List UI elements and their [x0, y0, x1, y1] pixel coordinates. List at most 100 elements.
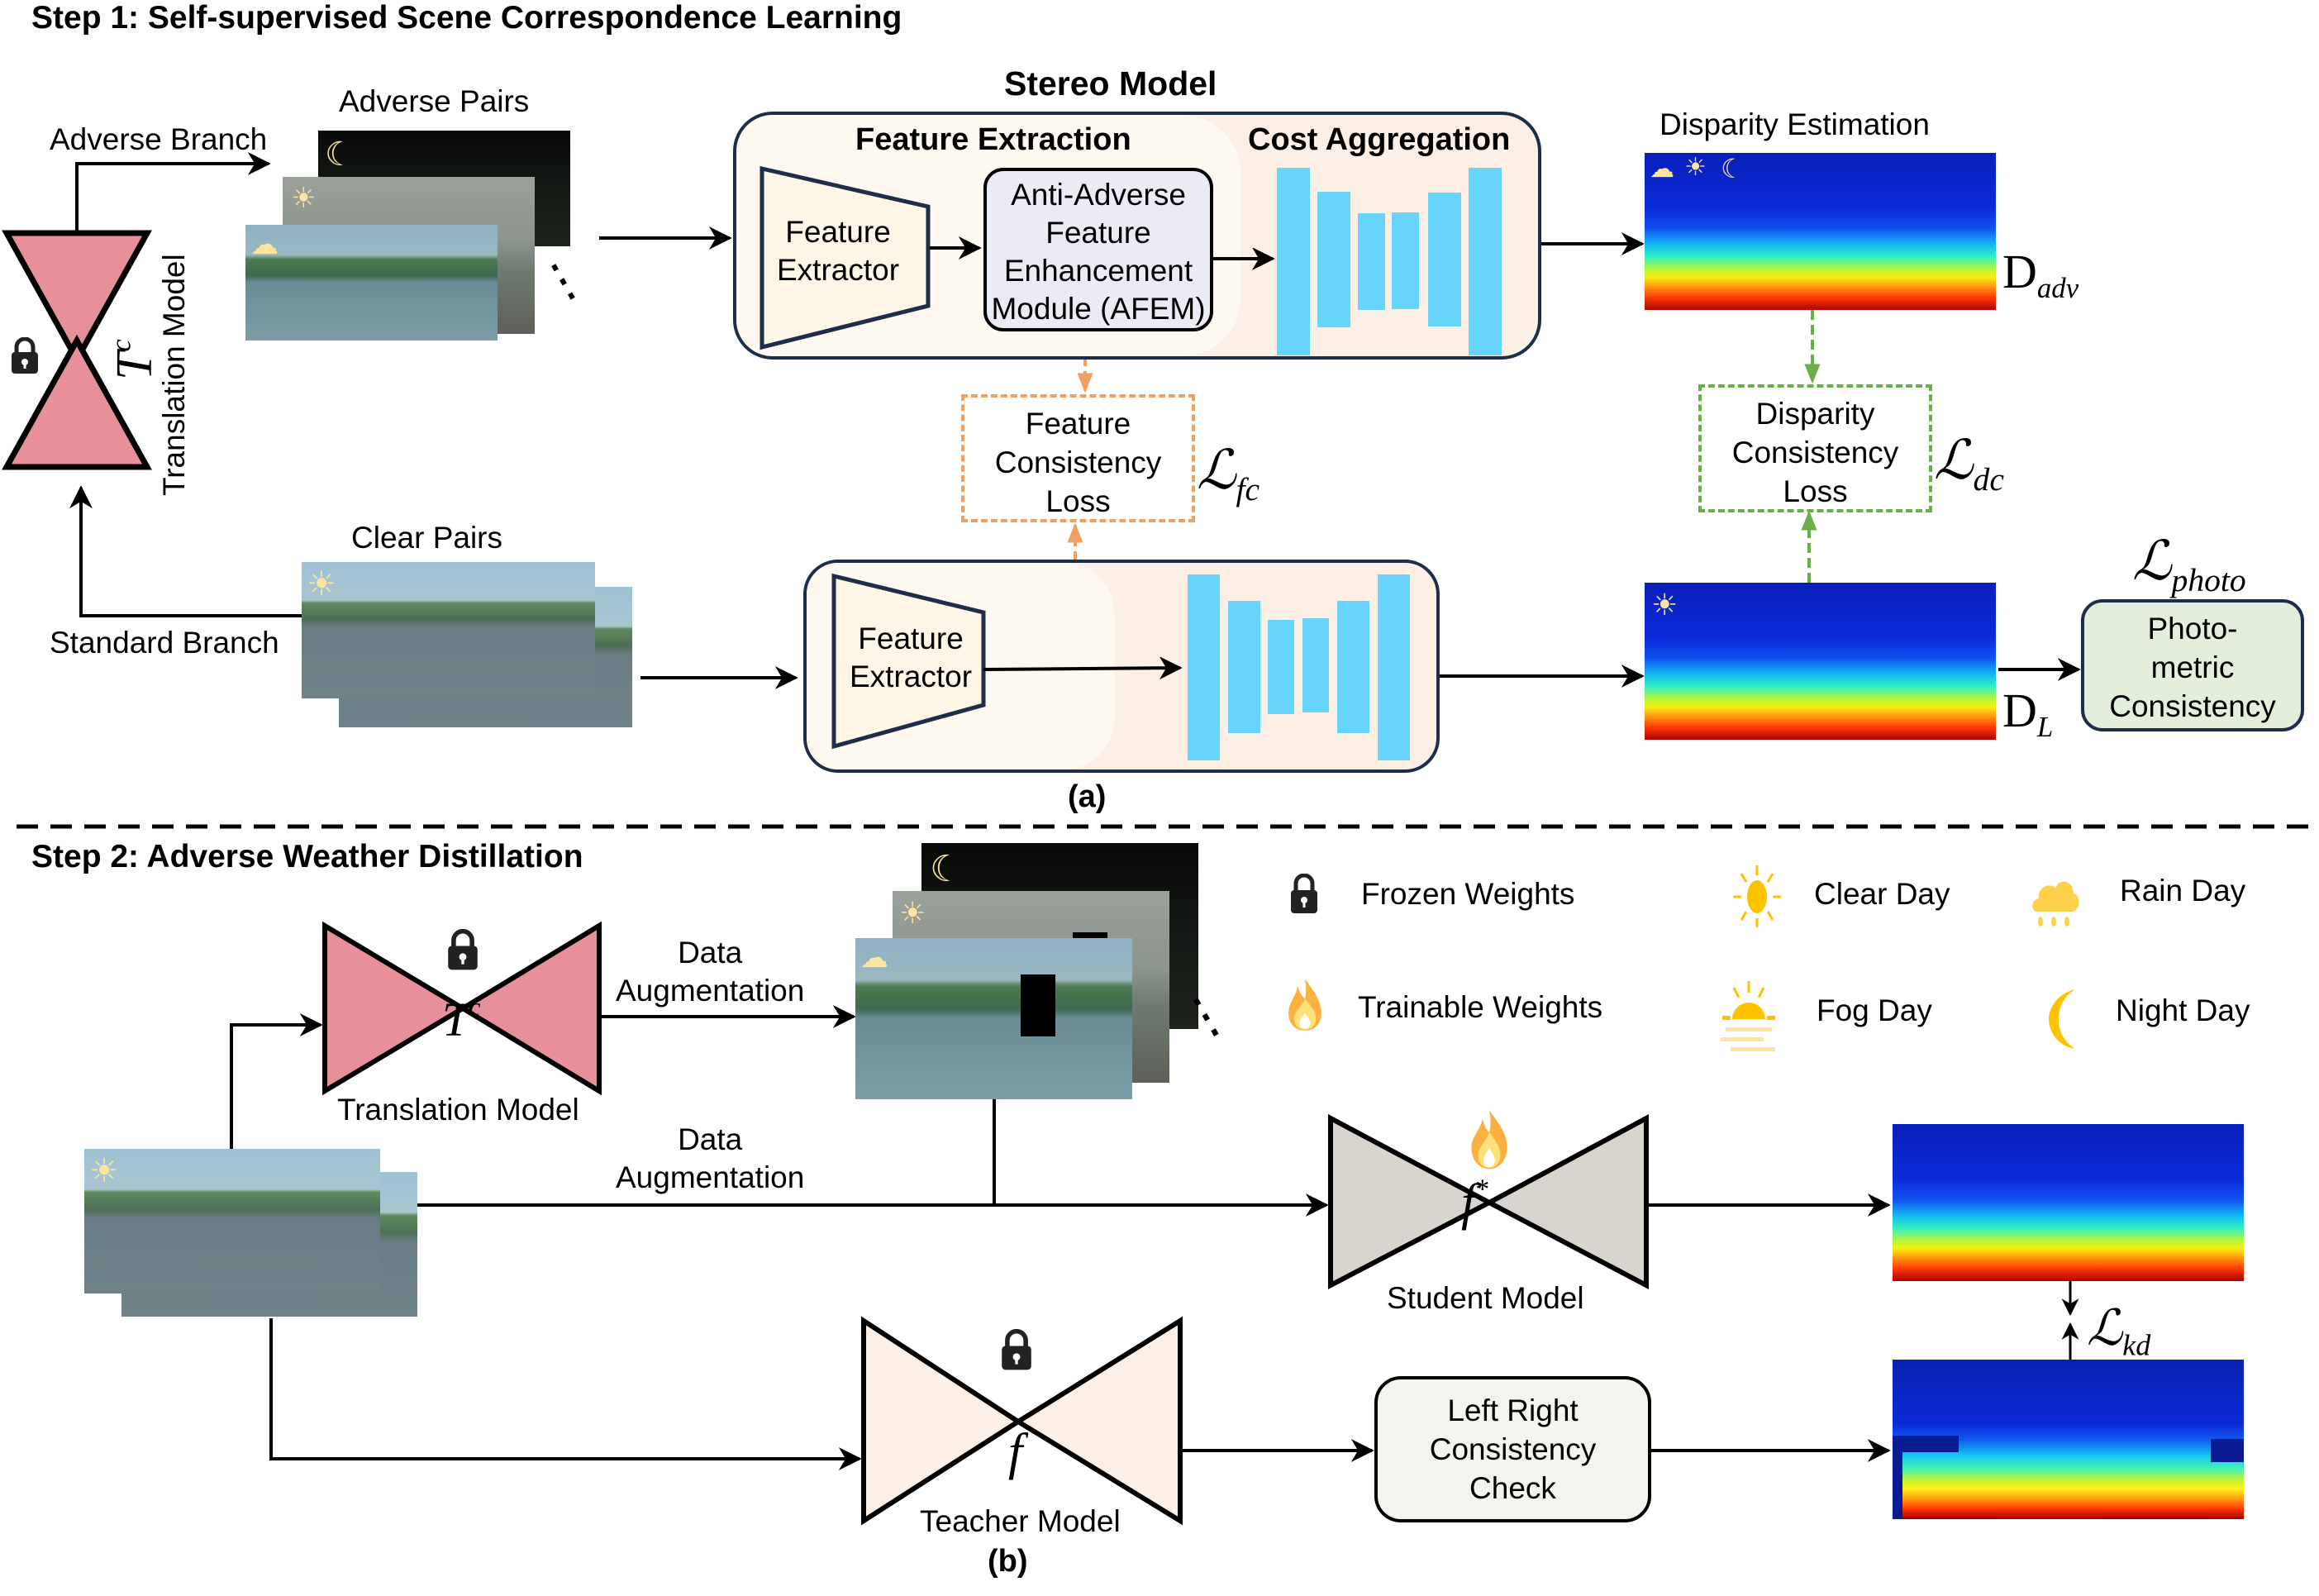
rain-cloud-icon: ☁: [860, 942, 888, 974]
moon-icon: [2049, 989, 2075, 1049]
student-disparity-map: [1893, 1124, 2244, 1281]
stereo-model-title: Stereo Model: [1004, 64, 1217, 102]
teacher-symbol: f: [1008, 1424, 1023, 1480]
adverse-pairs-label: Adverse Pairs: [339, 84, 530, 118]
rain-cloud-icon: ☁: [250, 229, 279, 260]
d-l-symbol: DL: [2002, 684, 2054, 744]
kd-loss-symbol: ℒkd: [2087, 1301, 2151, 1362]
feature-loss-symbol: ℒfc: [1197, 441, 1260, 507]
adverse-image-rain: ☁: [245, 225, 498, 341]
feature-extractor-clear: [831, 573, 986, 750]
lock-icon: [448, 929, 478, 970]
legend-label-rain-day: Rain Day: [2120, 874, 2246, 908]
teacher-right-triangle: [1013, 1316, 1183, 1526]
clear-to-teacher-arrow: [269, 1318, 862, 1470]
fog-sun-icon: ☀: [1684, 154, 1707, 181]
flame-icon: [1288, 979, 1321, 1031]
adverse-branch-label: Adverse Branch: [50, 122, 268, 156]
student-model-label: Student Model: [1387, 1281, 1584, 1315]
lock-icon: [1002, 1329, 1031, 1370]
clear-image-left: ☀: [302, 562, 595, 698]
moon-icon: ☾: [930, 849, 963, 889]
legend-label-night-day: Night Day: [2116, 993, 2250, 1027]
cost-bar: [1337, 601, 1369, 733]
teacher-left-triangle: [861, 1316, 1023, 1526]
step2-translation-symbol: Tc: [442, 993, 481, 1046]
cost-bar: [1302, 618, 1329, 712]
cost-bar: [1228, 601, 1260, 733]
disparity-map-adverse: ☁ ☀ ☾: [1645, 153, 1996, 310]
cost-bar: [1277, 168, 1310, 355]
legend: Frozen Weights Clear Day Rain Day Traina…: [1285, 864, 2310, 1062]
rain-cloud-icon: [2032, 881, 2079, 927]
caption-a: (a): [1068, 779, 1107, 814]
feature-consistency-loss-box: Feature Consistency Loss: [961, 394, 1195, 522]
standard-branch-label: Standard Branch: [50, 626, 279, 660]
disparity-map-clear: ☀: [1645, 583, 1996, 740]
standard-branch-arrow: [69, 485, 302, 617]
cutout-patch: [1021, 974, 1055, 1036]
feature-consistency-loss-label: Feature Consistency Loss: [994, 407, 1162, 518]
student-left-triangle: [1328, 1114, 1495, 1289]
sun-icon: [1733, 865, 1781, 927]
disparity-consistency-loss-box: Disparity Consistency Loss: [1698, 384, 1932, 512]
augmented-image-rain: ☁: [855, 938, 1132, 1099]
fog-sun-icon: ☀: [899, 896, 926, 930]
afem-to-cost-arrow: [1213, 248, 1275, 270]
more-images-ellipsis: ⋮: [528, 245, 598, 317]
sun-icon: ☀: [89, 1153, 119, 1189]
legend-label-frozen: Frozen Weights: [1361, 877, 1575, 911]
extractor-to-afem-arrow: [930, 236, 982, 260]
step1-title: Step 1: Self-supervised Scene Correspond…: [31, 0, 902, 36]
photometric-consistency-label: Photo- metric Consistency: [2109, 612, 2276, 723]
step2-translation-right-triangle: [458, 921, 602, 1096]
cost-bar: [1268, 620, 1294, 714]
cost-bar: [1378, 574, 1410, 760]
flame-icon: [1471, 1109, 1507, 1170]
clear-pairs-label: Clear Pairs: [351, 521, 502, 555]
afem-module: Anti-Adverse Feature Enhancement Module …: [983, 168, 1213, 331]
cost-bar: [1317, 192, 1350, 327]
cost-aggregation-title: Cost Aggregation: [1248, 122, 1511, 157]
moon-icon: ☾: [325, 136, 355, 173]
d-adv-symbol: Dadv: [2002, 245, 2079, 305]
clear-to-translation-arrow: [230, 1013, 323, 1149]
lock-icon: [12, 337, 38, 374]
sun-icon: ☀: [1651, 588, 1679, 622]
sun-icon: ☀: [307, 566, 336, 603]
cost-bar: [1392, 212, 1419, 309]
translation-model-bottom-triangle: [2, 334, 152, 470]
step2-clear-image-left: ☀: [84, 1149, 380, 1293]
feature-extractor-adverse: [760, 165, 931, 350]
afem-label: Anti-Adverse Feature Enhancement Module …: [991, 178, 1206, 326]
step1-translation-symbol: Tc: [106, 339, 163, 380]
step2-translation-left-triangle: [322, 921, 468, 1096]
caption-b: (b): [988, 1544, 1028, 1579]
fog-sun-icon: [1721, 981, 1775, 1051]
legend-label-trainable: Trainable Weights: [1358, 990, 1603, 1024]
photometric-consistency-box: Photo- metric Consistency: [2081, 599, 2304, 731]
teacher-pseudo-label-disparity-map: [1893, 1360, 2244, 1519]
left-right-consistency-check-box: Left Right Consistency Check: [1374, 1376, 1651, 1522]
moon-icon: ☾: [1721, 154, 1745, 183]
step1-translation-model-label: Translation Model: [157, 254, 191, 496]
cost-bar: [1469, 168, 1502, 355]
step2-translation-model-label: Translation Model: [337, 1093, 579, 1127]
photo-loss-symbol: ℒphoto: [2132, 531, 2246, 598]
legend-label-clear-day: Clear Day: [1814, 877, 1950, 911]
teacher-model-label: Teacher Model: [920, 1504, 1121, 1538]
legend-label-fog-day: Fog Day: [1817, 993, 1932, 1027]
cost-bar: [1428, 193, 1461, 326]
rain-cloud-icon: ☁: [1650, 155, 1674, 183]
left-right-consistency-check-label: Left Right Consistency Check: [1429, 1394, 1597, 1505]
student-symbol: f*: [1461, 1174, 1490, 1231]
more-images-ellipsis: ⋮: [1169, 979, 1242, 1054]
adverse-branch-arrow: [75, 152, 271, 233]
fog-sun-icon: ☀: [291, 183, 317, 214]
feature-extraction-title: Feature Extraction: [855, 122, 1131, 157]
cost-bar: [1188, 574, 1220, 760]
